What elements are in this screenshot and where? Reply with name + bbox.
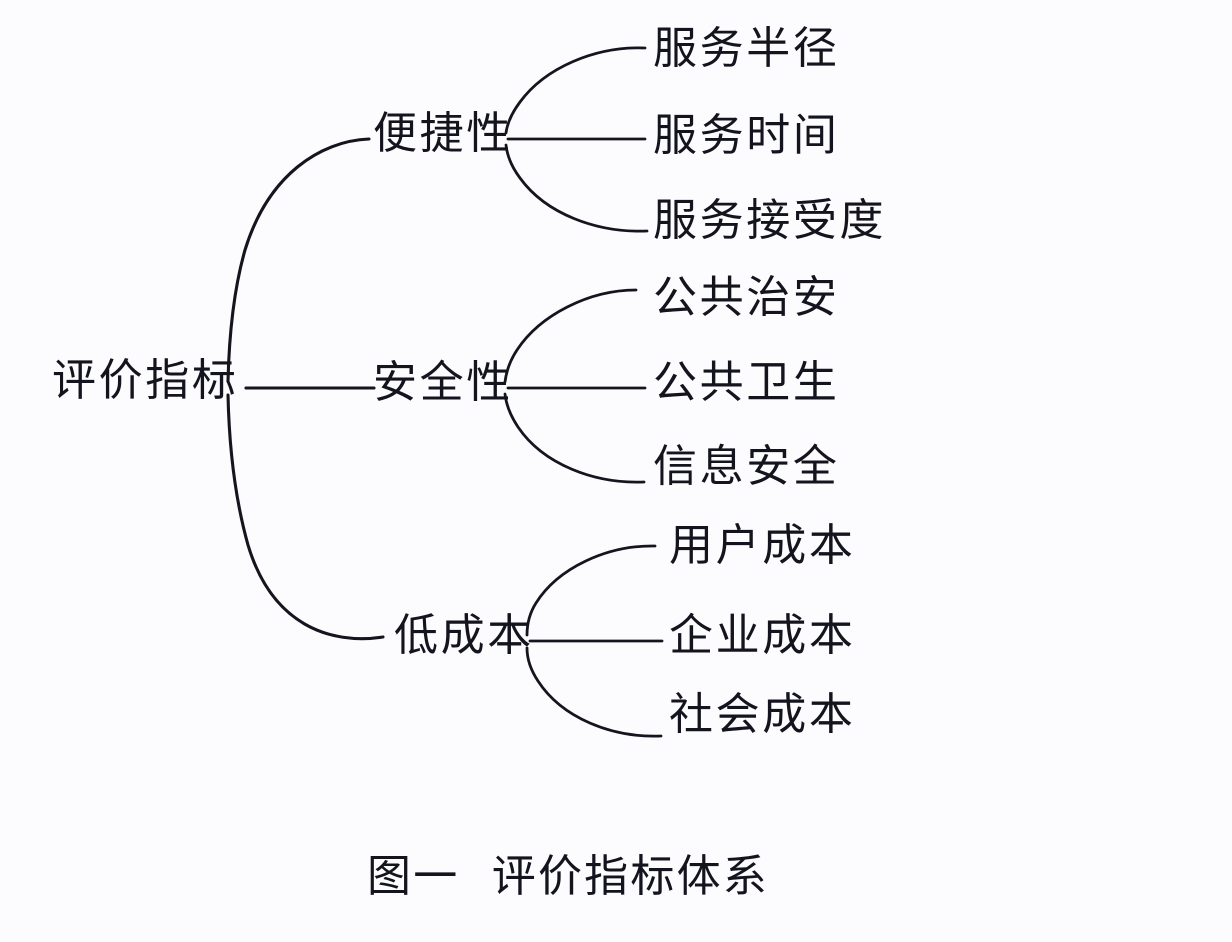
branch1-brace-lower xyxy=(504,143,649,233)
branch2-brace-upper xyxy=(503,288,638,384)
figure-caption: 图一 评价指标体系 xyxy=(367,851,769,902)
branch3-brace-lower xyxy=(525,646,663,738)
leaf-node-enterprise-cost[interactable]: 企业成本 xyxy=(669,610,856,661)
branch-node-convenience[interactable]: 便捷性 xyxy=(373,108,513,159)
branch1-brace-upper xyxy=(504,46,647,135)
leaf-node-information-security[interactable]: 信息安全 xyxy=(653,441,840,492)
leaf-node-public-health[interactable]: 公共卫生 xyxy=(653,357,840,408)
leaf-node-service-acceptance[interactable]: 服务接受度 xyxy=(653,195,887,246)
leaf-node-social-cost[interactable]: 社会成本 xyxy=(669,689,856,740)
branch3-brace-upper xyxy=(525,544,657,637)
branch2-brace-lower xyxy=(503,392,646,484)
root-node-evaluation-index[interactable]: 评价指标 xyxy=(52,355,239,406)
branch-node-low-cost[interactable]: 低成本 xyxy=(394,610,534,661)
leaf-node-service-radius[interactable]: 服务半径 xyxy=(653,23,840,74)
root-brace-lower xyxy=(226,393,385,641)
leaf-node-user-cost[interactable]: 用户成本 xyxy=(669,520,856,571)
root-brace-upper xyxy=(226,137,371,383)
leaf-node-public-security[interactable]: 公共治安 xyxy=(653,272,840,323)
leaf-node-service-time[interactable]: 服务时间 xyxy=(653,110,840,161)
branch-node-safety[interactable]: 安全性 xyxy=(373,357,513,408)
